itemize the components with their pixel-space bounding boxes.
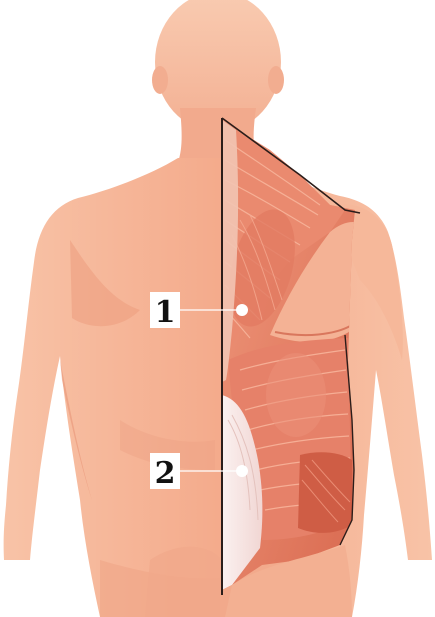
callout-2-marker xyxy=(236,465,248,477)
callout-1-label: 1 xyxy=(155,295,176,330)
external-oblique-muscle xyxy=(298,452,352,533)
callout-1-marker xyxy=(236,304,248,316)
callout-2-label: 2 xyxy=(155,456,176,491)
head xyxy=(152,0,284,162)
